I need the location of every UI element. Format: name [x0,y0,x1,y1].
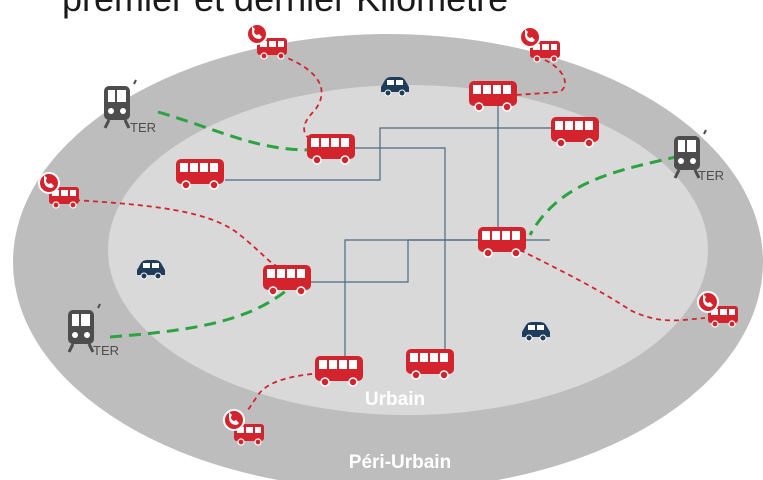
ter-label: TER [698,168,724,183]
diagram-title: premier et dernier Kilomètre [62,0,508,20]
periurban-zone-label: Péri-Urbain [349,452,451,473]
urban-zone-label: Urbain [365,389,425,410]
train-station-north-west: TER [102,78,156,135]
train-feeder-routes [109,110,681,339]
ter-label: TER [130,120,156,135]
ter-label: TER [93,343,119,358]
train-station-east: TER [672,128,724,183]
train-station-south-west: TER [66,302,119,358]
